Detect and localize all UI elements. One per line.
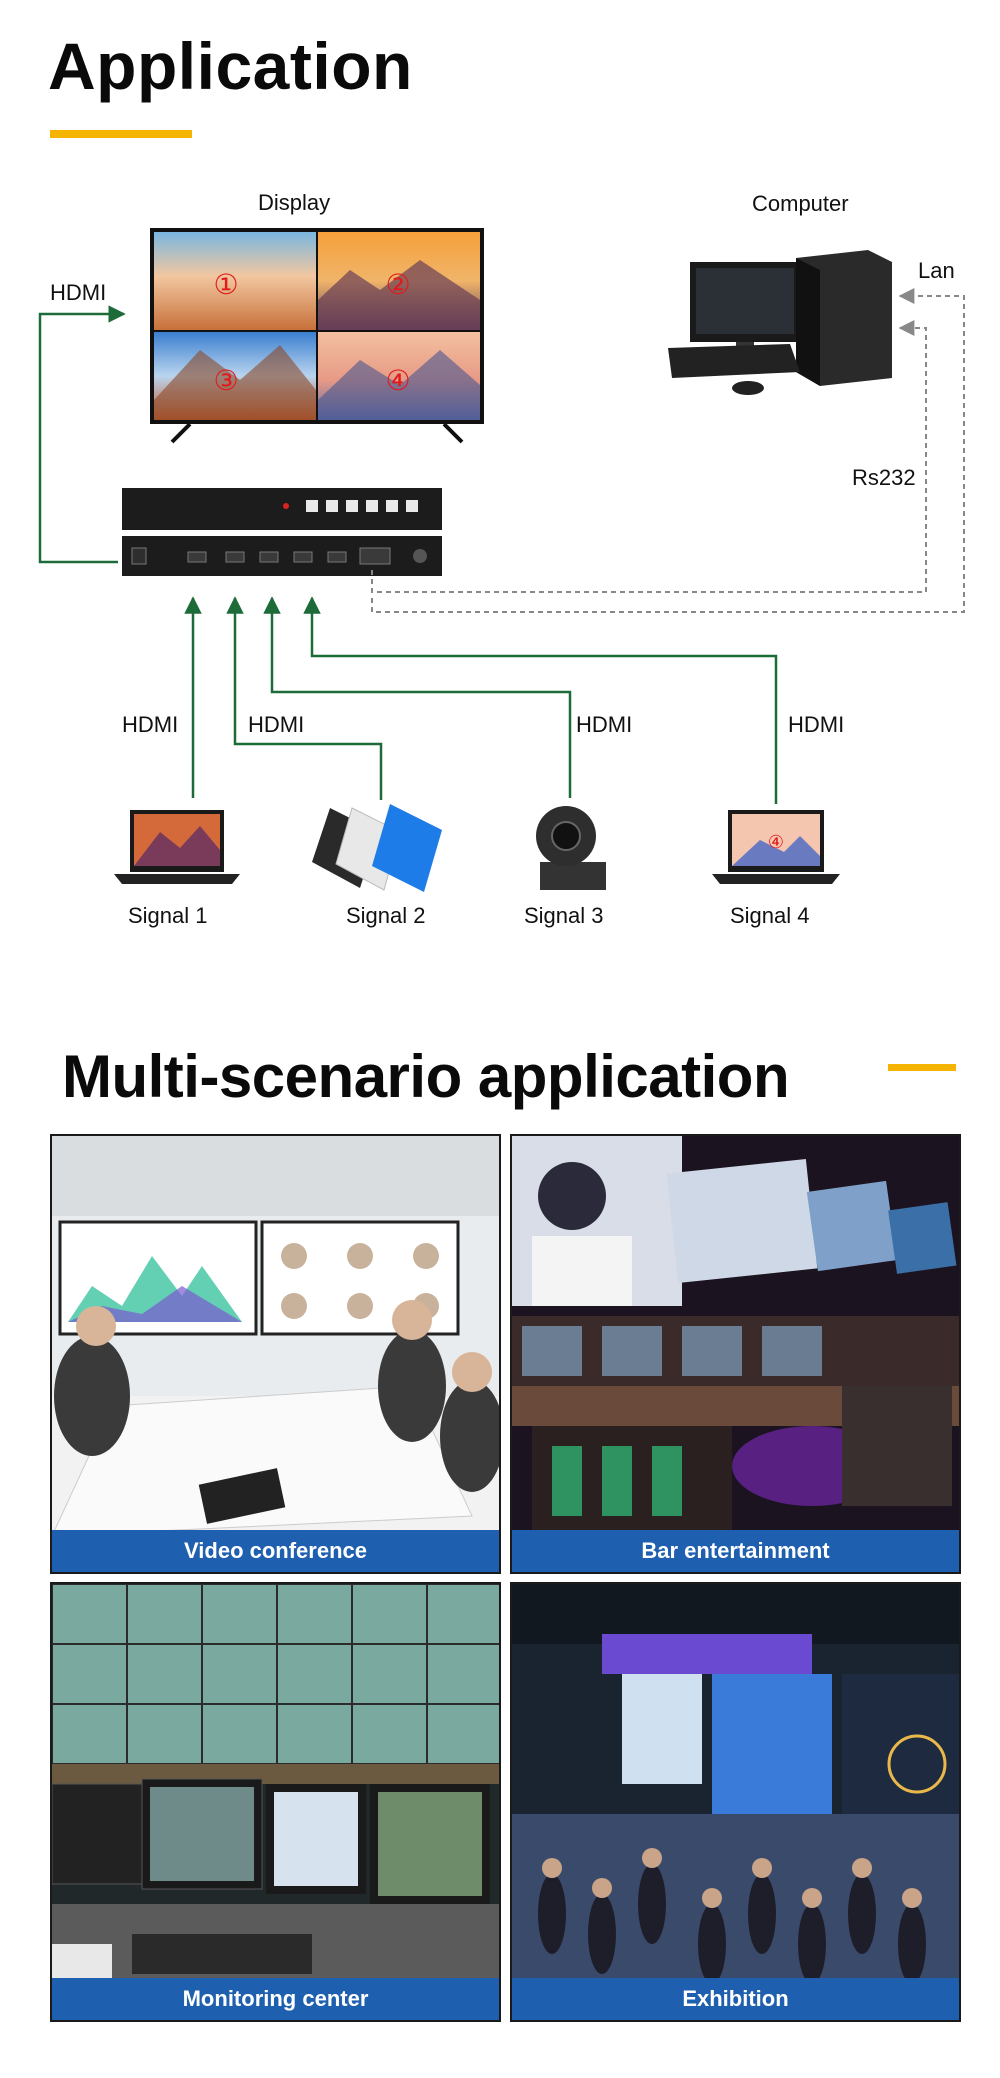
signal-1-label: Signal 1: [128, 903, 208, 928]
signal-3-label: Signal 3: [524, 903, 604, 928]
input-1-label: HDMI: [122, 712, 179, 737]
lan-label: Lan: [918, 258, 955, 283]
computer-icon: [668, 250, 892, 395]
display-label: Display: [258, 190, 331, 215]
input-2-label: HDMI: [248, 712, 305, 737]
signal-3-camera: [536, 806, 606, 890]
scenario-exhibition: Exhibition: [510, 1582, 961, 2022]
scenario-monitoring-center: Monitoring center: [50, 1582, 501, 2022]
signal-4-label: Signal 4: [730, 903, 810, 928]
scenarios-accent-bar: [888, 1064, 956, 1071]
caption-video-conference: Video conference: [52, 1530, 499, 1572]
caption-exhibition: Exhibition: [512, 1978, 959, 2020]
signal-2-box: [312, 804, 442, 892]
hdmi-output-label: HDMI: [50, 280, 107, 305]
screen-number-1: ①: [213, 269, 238, 300]
application-diagram: ① ② ③ ④: [38, 228, 965, 892]
signal-2-label: Signal 2: [346, 903, 426, 928]
scenario-video-conference: Video conference: [50, 1134, 501, 1574]
rs232-label: Rs232: [852, 465, 916, 490]
caption-monitoring-center: Monitoring center: [52, 1978, 499, 2020]
input-3-label: HDMI: [576, 712, 633, 737]
processor-device: [122, 488, 442, 576]
screen-number-4: ④: [385, 365, 410, 396]
section-title-scenarios: Multi-scenario application: [62, 1043, 790, 1110]
computer-label: Computer: [752, 191, 849, 216]
input-4-label: HDMI: [788, 712, 845, 737]
laptop-screen-number: ④: [768, 832, 784, 852]
signal-1-laptop: [114, 810, 240, 884]
section-title-application: Application: [48, 29, 413, 103]
scenario-bar-entertainment: Bar entertainment: [510, 1134, 961, 1574]
screen-number-2: ②: [385, 269, 410, 300]
signal-4-laptop: ④: [712, 810, 840, 884]
display-tv: [150, 228, 484, 444]
screen-number-3: ③: [213, 365, 238, 396]
title-underline: [50, 130, 192, 138]
caption-bar-entertainment: Bar entertainment: [512, 1530, 959, 1572]
